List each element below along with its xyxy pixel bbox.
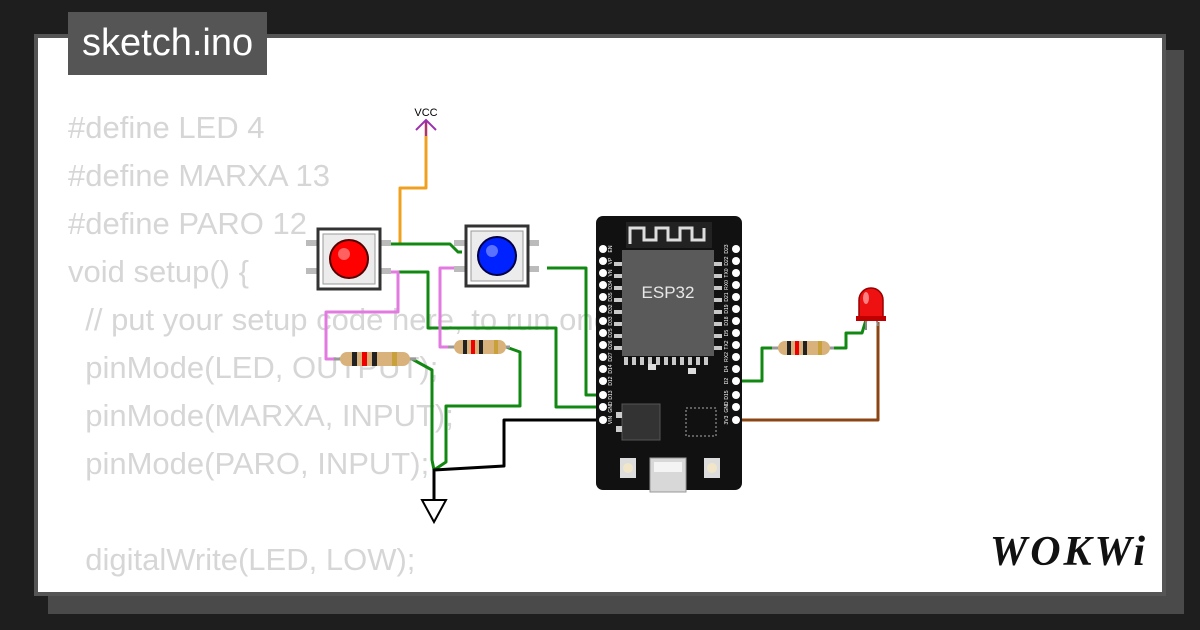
pin-label: D27 — [608, 352, 614, 361]
code-line: pinMode(PARO, INPUT); — [68, 446, 430, 481]
resistor1-to-ground-wire — [411, 357, 436, 471]
pin-label: D12 — [608, 376, 614, 385]
pin-label: VP — [608, 257, 614, 264]
pin-label: D25 — [608, 328, 614, 337]
red-button-pulldown-wire — [324, 270, 400, 361]
led-cathode-wire — [738, 322, 880, 422]
code-line: void setup() { — [68, 254, 249, 289]
d4-to-led-resistor-wire — [738, 346, 778, 383]
red-button-to-d13-wire — [383, 270, 600, 409]
resistor-2[interactable] — [448, 340, 510, 354]
wokwi-logo[interactable]: WOKWi — [989, 529, 1148, 575]
code-line: } — [68, 584, 635, 592]
pin-label: D18 — [724, 316, 730, 325]
code-preview: #define LED 4 #define MARXA 13 #define PAR… — [68, 104, 635, 592]
red-led[interactable] — [856, 287, 886, 330]
blue-button-pulldown-wire — [438, 266, 465, 349]
vcc-label: VCC — [414, 107, 437, 119]
blue-button-to-d12-wire — [547, 266, 600, 397]
pin-label: EN — [608, 245, 614, 252]
pin-label: D22 — [724, 256, 730, 265]
esp32-ground-wire — [432, 418, 600, 500]
pin-label: D26 — [608, 340, 614, 349]
pin-label: VN — [608, 269, 614, 276]
sketch-title[interactable]: sketch.ino — [68, 12, 268, 75]
vcc-wire — [383, 122, 428, 246]
resistor-1[interactable] — [334, 352, 416, 366]
pin-label: D5 — [724, 330, 730, 337]
pin-label: D14 — [608, 364, 614, 373]
pin-label: D35 — [608, 292, 614, 301]
pin-label: GND — [724, 401, 730, 413]
code-line: #define PARO 12 — [68, 206, 307, 241]
led-anode-wire — [830, 319, 868, 350]
pin-label: D4 — [724, 366, 730, 373]
right-pin-header — [732, 245, 740, 424]
vcc-symbol[interactable]: VCC — [414, 107, 438, 136]
ground-symbol[interactable] — [420, 470, 448, 525]
pin-label: D23 — [724, 244, 730, 253]
pin-label: TX2 — [724, 340, 730, 349]
code-line: #define MARXA 13 — [68, 158, 330, 193]
code-line: #define LED 4 — [68, 110, 265, 145]
code-line: digitalWrite(LED, LOW); — [68, 542, 416, 577]
pin-label: VIN — [608, 415, 614, 424]
pin-label: TX0 — [724, 268, 730, 277]
code-line: pinMode(MARXA, INPUT); — [68, 398, 454, 433]
red-pushbutton[interactable] — [306, 227, 391, 291]
blue-pushbutton[interactable] — [454, 224, 539, 288]
pin-label: D34 — [608, 280, 614, 289]
pin-label: GND — [608, 401, 614, 413]
pin-label: RX2 — [724, 352, 730, 362]
esp32-board[interactable]: ESP32 ENVPVND34D35D32D33D25D26D27D14D12D… — [596, 216, 742, 493]
pin-label: D19 — [724, 304, 730, 313]
pin-label: RX0 — [724, 280, 730, 290]
resistor2-to-ground-wire — [433, 345, 522, 472]
pin-label: D33 — [608, 316, 614, 325]
button-link-wire — [383, 242, 462, 254]
led-resistor[interactable] — [772, 341, 834, 355]
left-pin-header — [599, 245, 607, 424]
pin-label: D15 — [724, 390, 730, 399]
pin-label: D2 — [724, 378, 730, 385]
pin-label: D32 — [608, 304, 614, 313]
pin-label: 3V3 — [724, 415, 730, 424]
pin-label: D13 — [608, 390, 614, 399]
pin-label: D21 — [724, 292, 730, 301]
chip-label: ESP32 — [642, 283, 695, 302]
